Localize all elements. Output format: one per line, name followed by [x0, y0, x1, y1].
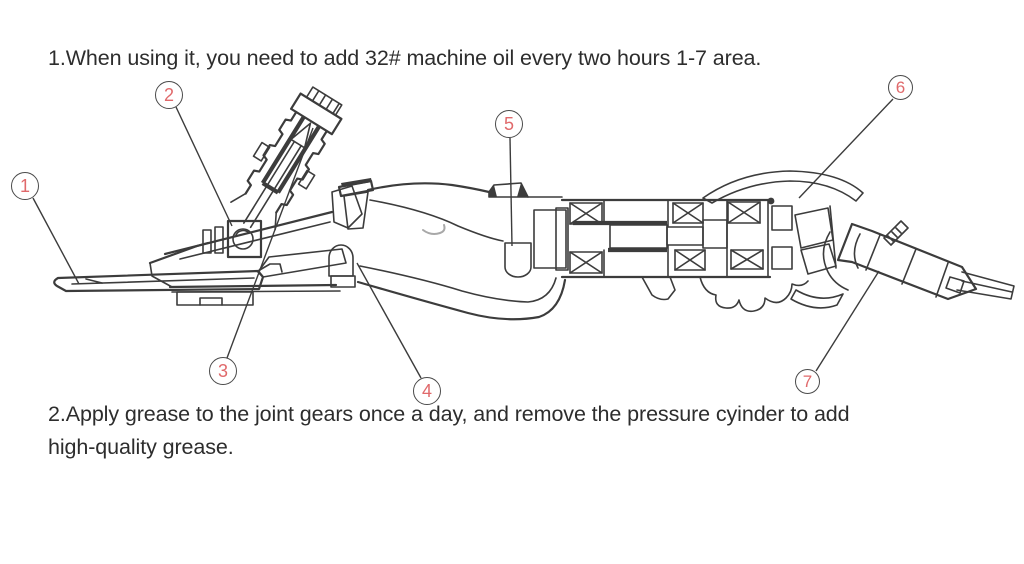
instruction-oil: 1.When using it, you need to add 32# mac… [48, 46, 762, 70]
callout-5-number: 5 [503, 114, 514, 134]
callout-2-number: 2 [163, 85, 174, 105]
gear-barrel [555, 198, 772, 279]
callout-4-number: 4 [421, 381, 432, 401]
instruction-grease: 2.Apply grease to the joint gears once a… [48, 402, 850, 459]
rear-housing [767, 197, 837, 278]
leader-lines [32, 98, 894, 379]
handle-grip [836, 220, 1015, 301]
callout-3: 3 [209, 357, 237, 385]
callout-7: 7 [795, 369, 820, 394]
callout-7-number: 7 [802, 372, 813, 391]
leader-line-6 [798, 98, 894, 199]
callout-6: 6 [888, 75, 913, 100]
joint-gear-scallops [641, 231, 861, 313]
dome-cap [702, 170, 864, 204]
pencil-mark [422, 224, 446, 235]
leader-line-3 [226, 127, 314, 359]
oil-cup [337, 178, 375, 230]
leader-line-4 [356, 262, 422, 379]
callout-3-number: 3 [217, 361, 228, 381]
leader-line-7 [815, 270, 880, 372]
callout-5: 5 [495, 110, 523, 138]
callout-6-number: 6 [895, 78, 906, 97]
callout-2: 2 [155, 81, 183, 109]
leader-line-2 [175, 106, 233, 227]
leader-line-5 [509, 137, 513, 247]
tension-screw-assembly [230, 86, 343, 231]
cutter-head [148, 185, 363, 306]
leader-line-1 [32, 197, 80, 285]
callout-1: 1 [11, 172, 39, 200]
callout-4: 4 [413, 377, 441, 405]
blade-comb [53, 263, 283, 293]
body-shell [356, 182, 567, 321]
callout-1-number: 1 [19, 176, 30, 196]
